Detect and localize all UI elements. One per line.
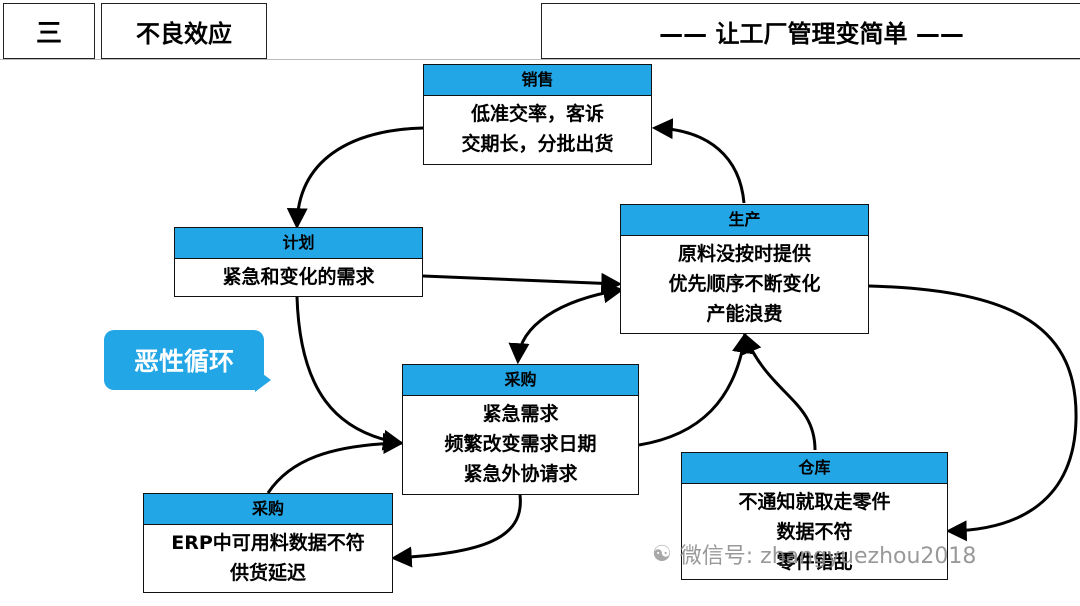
arrow-purchasing-to-erp [390, 494, 522, 568]
badge-pointer [255, 368, 271, 392]
arrow-production-to-sales [651, 118, 746, 204]
node-purchasing-erp: 采购 ERP中可用料数据不符 供货延迟 [143, 493, 393, 593]
node-sales: 销售 低准交率，客诉 交期长，分批出货 [423, 64, 652, 165]
node-production: 生产 原料没按时提供 优先顺序不断变化 产能浪费 [620, 204, 869, 334]
node-sales-title: 销售 [424, 65, 651, 96]
node-purchasing-line: 紧急需求 [482, 403, 559, 425]
header-divider [0, 59, 1080, 60]
node-purchasing-line: 频繁改变需求日期 [444, 433, 597, 455]
node-purchasing-erp-line: 供货延迟 [229, 562, 306, 584]
node-production-title: 生产 [621, 205, 868, 236]
arrow-erp-to-purchasing [266, 432, 405, 494]
arrow-purchasing-to-production [638, 331, 753, 447]
node-warehouse-title: 仓库 [682, 453, 947, 484]
node-production-line: 原料没按时提供 [677, 243, 811, 265]
arrow-planning-to-production [422, 272, 623, 294]
node-warehouse-line: 零件错乱 [776, 551, 853, 573]
node-warehouse-line: 数据不符 [776, 521, 853, 543]
watermark: ☯ 微信号: zhangyuezhou2018 [652, 538, 976, 570]
node-purchasing-line: 紧急外协请求 [463, 463, 578, 485]
node-purchasing: 采购 紧急需求 频繁改变需求日期 紧急外协请求 [402, 364, 639, 495]
arrow-production-to-warehouse [868, 284, 1078, 542]
node-production-line: 产能浪费 [706, 303, 783, 325]
node-sales-line: 低准交率，客诉 [470, 103, 604, 125]
arrow-sales-to-planning [286, 126, 424, 230]
node-planning-line: 紧急和变化的需求 [222, 266, 375, 288]
node-purchasing-erp-line: ERP中可用料数据不符 [171, 532, 365, 554]
node-purchasing-erp-title: 采购 [144, 494, 392, 525]
node-warehouse: 仓库 不通知就取走零件 数据不符 零件错乱 [681, 452, 948, 580]
node-production-line: 优先顺序不断变化 [668, 273, 821, 295]
arrow-planning-to-purchasing [295, 296, 405, 451]
node-planning-title: 计划 [175, 228, 422, 259]
vicious-cycle-badge: 恶性循环 [104, 330, 264, 390]
node-sales-line: 交期长，分批出货 [461, 133, 614, 155]
watermark-text: 微信号: zhangyuezhou2018 [679, 544, 977, 569]
wechat-icon: ☯ [652, 541, 672, 567]
node-warehouse-line: 不通知就取走零件 [738, 491, 891, 513]
slogan: —— 让工厂管理变简单 —— [541, 3, 1080, 59]
section-number: 三 [3, 3, 95, 59]
node-planning: 计划 紧急和变化的需求 [174, 227, 423, 297]
node-purchasing-title: 采购 [403, 365, 638, 396]
section-title: 不良效应 [101, 3, 267, 59]
arrow-production-purchasing [508, 282, 625, 365]
arrow-warehouse-to-production [741, 332, 817, 451]
